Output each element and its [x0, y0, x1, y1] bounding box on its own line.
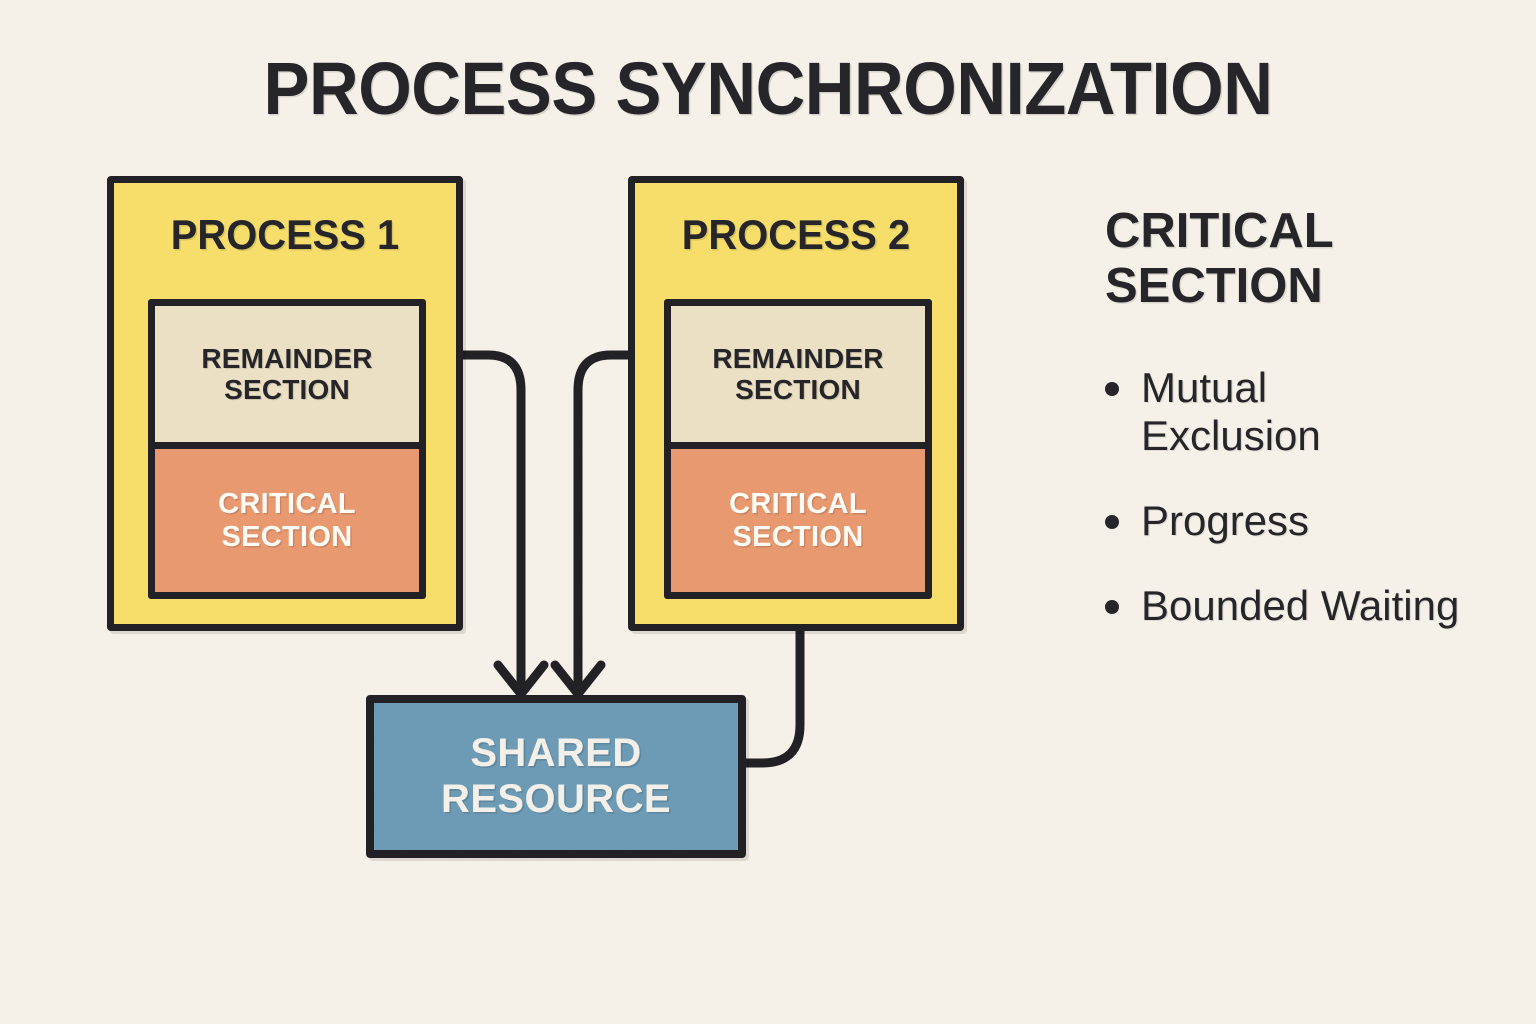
- process-1-section-stack: REMAINDER SECTION CRITICAL SECTION: [148, 299, 426, 599]
- list-item: Progress: [1105, 497, 1481, 546]
- side-panel: CRITICAL SECTION Mutual Exclusion Progre…: [1105, 204, 1505, 631]
- side-panel-heading: CRITICAL SECTION: [1105, 204, 1333, 313]
- list-item: Bounded Waiting: [1105, 582, 1481, 631]
- bullet-dot-icon: [1105, 381, 1119, 396]
- bullet-dot-icon: [1105, 599, 1119, 614]
- process-1-title: PROCESS 1: [170, 211, 400, 258]
- connector-process-2-to-shared-resource: [573, 350, 632, 693]
- process-2-section-stack: REMAINDER SECTION CRITICAL SECTION: [664, 299, 932, 599]
- list-item-label: Bounded Waiting: [1141, 581, 1460, 629]
- process-box-2[interactable]: PROCESS 2 REMAINDER SECTION CRITICAL SEC…: [628, 176, 964, 631]
- process-2-remainder-section[interactable]: REMAINDER SECTION: [671, 306, 925, 449]
- arrowhead-process-2: [550, 660, 606, 699]
- connector-shared-resource-to-process-2: [742, 625, 805, 768]
- requirements-list: Mutual Exclusion Progress Bounded Waitin…: [1105, 364, 1505, 631]
- arrowhead-process-1: [493, 660, 549, 699]
- connector-process-1-to-shared-resource: [459, 350, 526, 693]
- process-box-1[interactable]: PROCESS 1 REMAINDER SECTION CRITICAL SEC…: [107, 176, 463, 631]
- shared-resource-box[interactable]: SHARED RESOURCE: [366, 695, 746, 858]
- process-1-critical-section[interactable]: CRITICAL SECTION: [155, 449, 419, 592]
- page-title: PROCESS SYNCHRONIZATION: [263, 47, 1273, 130]
- list-item-label: Mutual Exclusion: [1141, 363, 1321, 460]
- bullet-dot-icon: [1105, 515, 1119, 530]
- list-item: Mutual Exclusion: [1105, 364, 1371, 461]
- process-2-title: PROCESS 2: [681, 211, 911, 258]
- process-1-remainder-section[interactable]: REMAINDER SECTION: [155, 306, 419, 449]
- list-item-label: Progress: [1141, 497, 1310, 545]
- process-2-critical-section[interactable]: CRITICAL SECTION: [671, 449, 925, 592]
